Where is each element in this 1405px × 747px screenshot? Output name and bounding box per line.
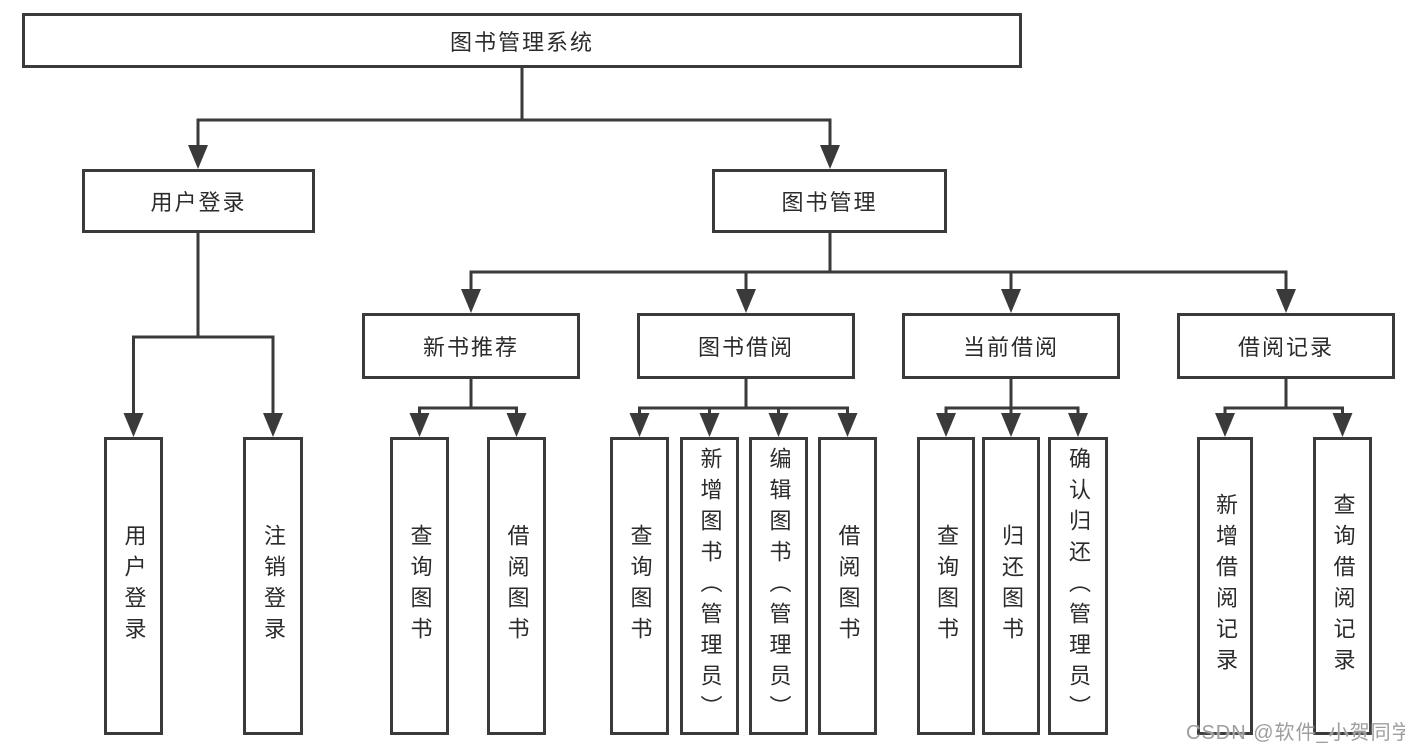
leaf-logout-label: 注销登录 — [261, 524, 286, 648]
leaf-confirm-return-admin-label: 确认归还（管理员） — [1066, 446, 1091, 726]
csdn-watermark: CSDN @软件_小贺同学 — [1186, 722, 1405, 744]
node-book-management-label: 图书管理 — [781, 190, 878, 215]
node-user-login: 用户登录 — [82, 169, 315, 233]
connector-bookborrow-to-leaves — [638, 379, 849, 413]
node-current-borrow-label: 当前借阅 — [962, 335, 1059, 360]
leaf-add-books-admin-label: 新增图书（管理员） — [697, 446, 723, 726]
leaf-edit-books-admin-label: 编辑图书（管理员） — [766, 446, 792, 726]
leaf-query-borrow-record-label: 查询借阅记录 — [1330, 493, 1356, 679]
arrowhead-icon — [506, 413, 527, 437]
node-borrow-records: 借阅记录 — [1177, 313, 1395, 379]
node-current-borrow: 当前借阅 — [902, 313, 1120, 379]
arrowhead-icon — [936, 413, 956, 437]
arrowhead-icon — [699, 413, 720, 437]
connector-root-to-level1 — [196, 68, 832, 145]
leaf-add-books-admin: 新增图书（管理员） — [680, 437, 739, 735]
connector-borrowrecords-to-leaves — [1223, 379, 1344, 413]
connector-userlogin-to-leaves — [132, 233, 275, 413]
node-user-login-label: 用户登录 — [150, 190, 247, 215]
leaf-current-query-books-label: 查询图书 — [934, 524, 959, 648]
leaf-recommend-borrow-books: 借阅图书 — [487, 437, 546, 735]
leaf-query-borrow-record: 查询借阅记录 — [1313, 437, 1372, 735]
leaf-current-query-books: 查询图书 — [917, 437, 975, 735]
leaf-add-borrow-record: 新增借阅记录 — [1197, 437, 1253, 735]
connector-bookmgmt-to-level2 — [469, 233, 1288, 289]
leaf-user-login: 用户登录 — [104, 437, 163, 735]
arrowhead-icon — [768, 413, 789, 437]
arrowhead-icon — [1001, 413, 1021, 437]
arrowhead-icon — [123, 413, 144, 437]
connector-currentborrow-to-leaves — [944, 379, 1080, 413]
node-borrow-records-label: 借阅记录 — [1237, 335, 1334, 360]
leaf-add-borrow-record-label: 新增借阅记录 — [1213, 493, 1238, 679]
arrowhead-icon — [461, 289, 481, 313]
arrowhead-icon — [1215, 413, 1235, 437]
arrowhead-icon — [188, 145, 208, 169]
leaf-return-books-label: 归还图书 — [999, 524, 1024, 648]
arrowhead-icon — [1332, 413, 1353, 437]
leaf-recommend-query-books: 查询图书 — [390, 437, 449, 735]
leaf-confirm-return-admin: 确认归还（管理员） — [1048, 437, 1108, 735]
node-root-label: 图书管理系统 — [449, 29, 594, 55]
node-book-management: 图书管理 — [712, 169, 947, 233]
leaf-borrow-books-label: 借阅图书 — [835, 524, 861, 648]
node-book-borrow: 图书借阅 — [637, 313, 855, 379]
leaf-borrow-query-books: 查询图书 — [610, 437, 669, 735]
node-book-borrow-label: 图书借阅 — [697, 335, 794, 360]
arrowhead-icon — [409, 413, 430, 437]
arrowhead-icon — [1276, 289, 1296, 313]
arrowhead-icon — [1001, 289, 1021, 313]
leaf-return-books: 归还图书 — [982, 437, 1040, 735]
leaf-logout: 注销登录 — [243, 437, 303, 735]
arrowhead-icon — [1068, 413, 1088, 437]
connector-newbookrec-to-leaves — [418, 379, 518, 413]
node-root: 图书管理系统 — [22, 13, 1022, 68]
node-new-book-recommend: 新书推荐 — [362, 313, 580, 379]
arrowhead-icon — [263, 413, 283, 437]
arrowhead-icon — [629, 413, 650, 437]
leaf-user-login-label: 用户登录 — [121, 524, 147, 648]
node-new-book-recommend-label: 新书推荐 — [422, 335, 519, 360]
arrowhead-icon — [736, 289, 756, 313]
leaf-recommend-borrow-books-label: 借阅图书 — [504, 524, 530, 648]
arrowhead-icon — [820, 145, 840, 169]
leaf-borrow-books: 借阅图书 — [818, 437, 877, 735]
leaf-edit-books-admin: 编辑图书（管理员） — [749, 437, 808, 735]
leaf-borrow-query-books-label: 查询图书 — [627, 524, 653, 648]
leaf-recommend-query-books-label: 查询图书 — [407, 524, 433, 648]
arrowhead-icon — [837, 413, 858, 437]
